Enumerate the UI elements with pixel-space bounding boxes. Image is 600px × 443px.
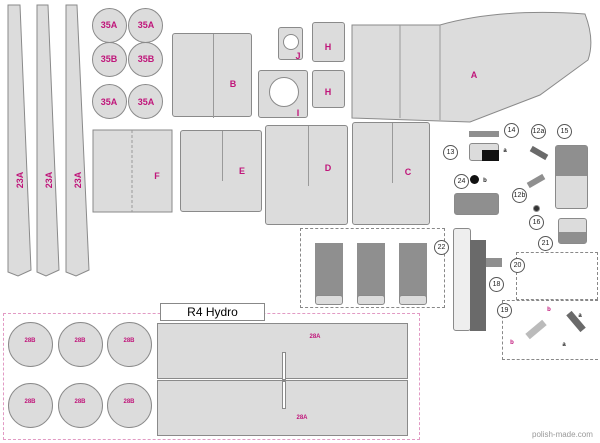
label-a: A xyxy=(470,70,478,80)
part-i xyxy=(258,70,308,118)
part-c xyxy=(352,122,430,225)
part-d xyxy=(265,125,348,225)
label-19a: a xyxy=(578,313,582,319)
label-28b: 28B xyxy=(74,338,86,344)
part-20-group xyxy=(516,252,598,300)
panel-28a-bottom xyxy=(157,380,408,436)
part-18-dark xyxy=(470,240,486,331)
part-h-1 xyxy=(312,22,345,62)
strip-23a-3 xyxy=(65,4,90,277)
watermark: polish-made.com xyxy=(532,430,593,439)
part-j xyxy=(278,27,303,60)
number-12b: 12b xyxy=(512,188,527,203)
number-12a: 12a xyxy=(531,124,546,139)
label-19b: b xyxy=(510,340,514,346)
label-23a-3: 23A xyxy=(73,171,83,189)
label-19b: b xyxy=(547,307,551,313)
part-18-light xyxy=(453,228,471,331)
label-b: B xyxy=(229,79,237,89)
number-20: 20 xyxy=(510,258,525,273)
number-18: 18 xyxy=(489,277,504,292)
round-28b xyxy=(107,322,152,367)
label-h: H xyxy=(324,87,332,97)
disc-35a xyxy=(128,84,163,119)
label-19a: a xyxy=(562,342,566,348)
part-15 xyxy=(555,145,588,209)
label-28b: 28B xyxy=(24,338,36,344)
label-28a: 28A xyxy=(296,415,308,421)
part-h-2 xyxy=(312,70,345,108)
label-35a: 35A xyxy=(137,97,155,107)
label-35a: 35A xyxy=(137,20,155,30)
part-19-group xyxy=(502,300,598,360)
label-35b: 35B xyxy=(137,54,155,64)
number-19: 19 xyxy=(497,303,512,318)
label-c: C xyxy=(404,167,412,177)
label-h: H xyxy=(324,42,332,52)
label-28b: 28B xyxy=(24,399,36,405)
part-18-tab xyxy=(486,258,502,267)
round-28b xyxy=(58,383,103,428)
label-i: I xyxy=(296,108,300,118)
label-13b: b xyxy=(483,178,487,184)
label-13a: a xyxy=(503,148,507,154)
part-16 xyxy=(533,205,540,212)
part-a xyxy=(351,11,592,123)
label-35a: 35A xyxy=(100,97,118,107)
number-21: 21 xyxy=(538,236,553,251)
number-24: 24 xyxy=(454,174,469,189)
part-e xyxy=(180,130,262,212)
part-22-group xyxy=(300,228,445,308)
label-23a-2: 23A xyxy=(44,171,54,189)
part-21 xyxy=(558,218,587,244)
disc-35b xyxy=(92,42,127,77)
label-35a: 35A xyxy=(100,20,118,30)
panel-28a-top xyxy=(157,323,408,380)
number-22: 22 xyxy=(434,240,449,255)
number-16: 16 xyxy=(529,215,544,230)
disc-35b xyxy=(128,42,163,77)
part-14 xyxy=(469,131,499,137)
strip-23a-2 xyxy=(36,4,60,277)
round-28b xyxy=(107,383,152,428)
label-35b: 35B xyxy=(100,54,118,64)
number-15: 15 xyxy=(557,124,572,139)
label-28b: 28B xyxy=(74,399,86,405)
number-14: 14 xyxy=(504,123,519,138)
label-28b: 28B xyxy=(123,338,135,344)
number-13: 13 xyxy=(443,145,458,160)
part-13b xyxy=(470,175,479,184)
part-24 xyxy=(454,193,499,215)
round-28b xyxy=(8,322,53,367)
model-title: R4 Hydro xyxy=(160,303,265,321)
part-b xyxy=(172,33,252,118)
label-j: J xyxy=(295,51,301,61)
label-28a: 28A xyxy=(309,334,321,340)
part-13 xyxy=(469,143,499,161)
label-28b: 28B xyxy=(123,399,135,405)
label-23a-1: 23A xyxy=(15,171,25,189)
label-e: E xyxy=(238,166,246,176)
strip-23a-1 xyxy=(7,4,32,277)
disc-35a xyxy=(92,84,127,119)
label-f: F xyxy=(154,171,160,181)
label-d: D xyxy=(324,163,332,173)
round-28b xyxy=(8,383,53,428)
disc-35a xyxy=(92,8,127,43)
round-28b xyxy=(58,322,103,367)
